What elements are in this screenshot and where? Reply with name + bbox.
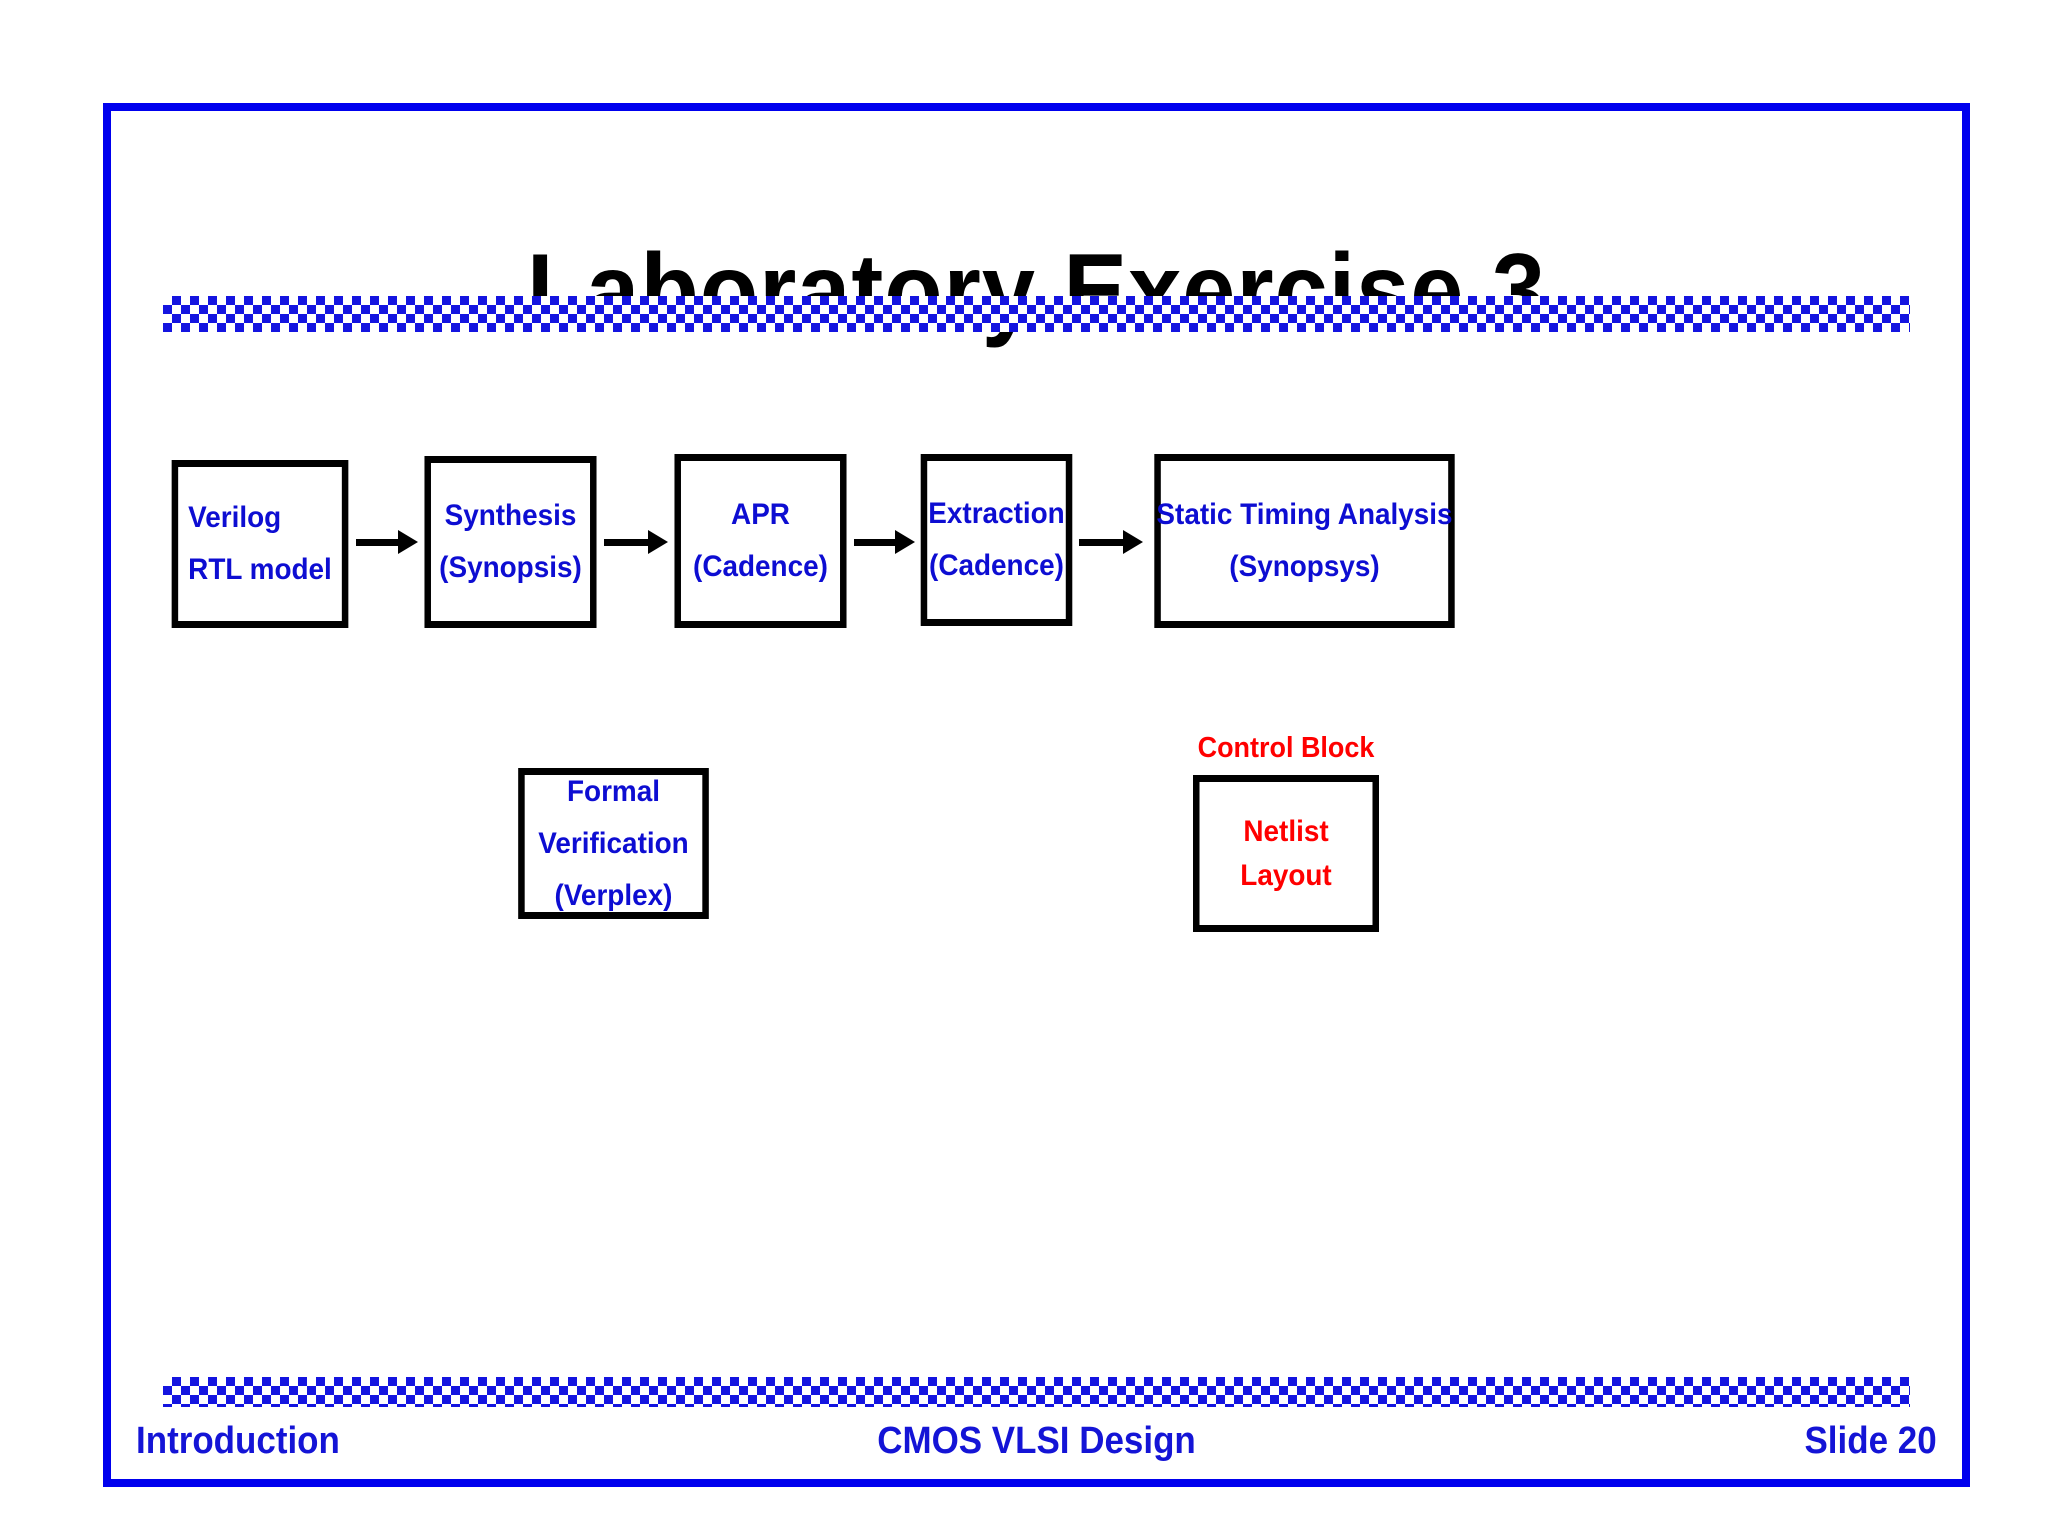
flow-arrow-icon-3 — [854, 530, 915, 554]
arrow-head — [648, 530, 668, 554]
footer-slide-number: Slide 20 — [1804, 1420, 1937, 1462]
flow-box-static-timing-analysis: Static Timing Analysis (Synopsys) — [1154, 454, 1455, 628]
control-line-1: Netlist — [1243, 814, 1329, 848]
flow-box-control-block: Netlist Layout — [1193, 775, 1379, 932]
decorative-rule-top — [163, 296, 1910, 332]
control-block-label: Control Block — [1197, 732, 1375, 764]
flow-arrow-icon-2 — [604, 530, 668, 554]
flow-box-apr: APR (Cadence) — [674, 454, 847, 628]
flow-box-synthesis-line-1: Synthesis — [444, 499, 577, 532]
decorative-rule-bottom — [163, 1377, 1910, 1407]
slide-frame: Laboratory Exercise 3 Verilog RTL model … — [103, 103, 1970, 1487]
flow-box-verilog-line-2: RTL model — [188, 553, 332, 586]
flow-box-extraction-line-2: (Cadence) — [929, 549, 1064, 582]
arrow-shaft — [604, 539, 650, 546]
footer-course-label: CMOS VLSI Design — [877, 1420, 1196, 1462]
arrow-shaft — [854, 539, 897, 546]
arrow-head — [1123, 530, 1143, 554]
flow-box-sta-line-1: Static Timing Analysis — [1156, 498, 1453, 531]
flow-box-apr-line-2: (Cadence) — [693, 550, 828, 583]
flow-box-verilog-line-1: Verilog — [188, 501, 282, 534]
formal-line-2: Verification — [538, 826, 689, 860]
flow-box-sta-line-2: (Synopsys) — [1229, 550, 1380, 583]
formal-line-3: (Verplex) — [554, 878, 673, 912]
flow-arrow-icon-1 — [356, 530, 418, 554]
flow-box-synthesis: Synthesis (Synopsis) — [424, 456, 597, 628]
flow-box-extraction-line-1: Extraction — [928, 497, 1065, 530]
arrow-head — [895, 530, 915, 554]
arrow-shaft — [356, 539, 400, 546]
flow-arrow-icon-4 — [1079, 530, 1143, 554]
formal-line-1: Formal — [566, 774, 661, 808]
flow-box-apr-line-1: APR — [731, 498, 790, 531]
flow-box-formal-verification: Formal Verification (Verplex) — [518, 768, 709, 919]
flow-box-synthesis-line-2: (Synopsis) — [439, 551, 582, 584]
control-line-2: Layout — [1240, 858, 1332, 892]
arrow-head — [398, 530, 418, 554]
arrow-shaft — [1079, 539, 1125, 546]
flow-box-verilog: Verilog RTL model — [171, 460, 349, 628]
flow-box-extraction: Extraction (Cadence) — [920, 454, 1073, 626]
footer-section-label: Introduction — [136, 1420, 340, 1462]
